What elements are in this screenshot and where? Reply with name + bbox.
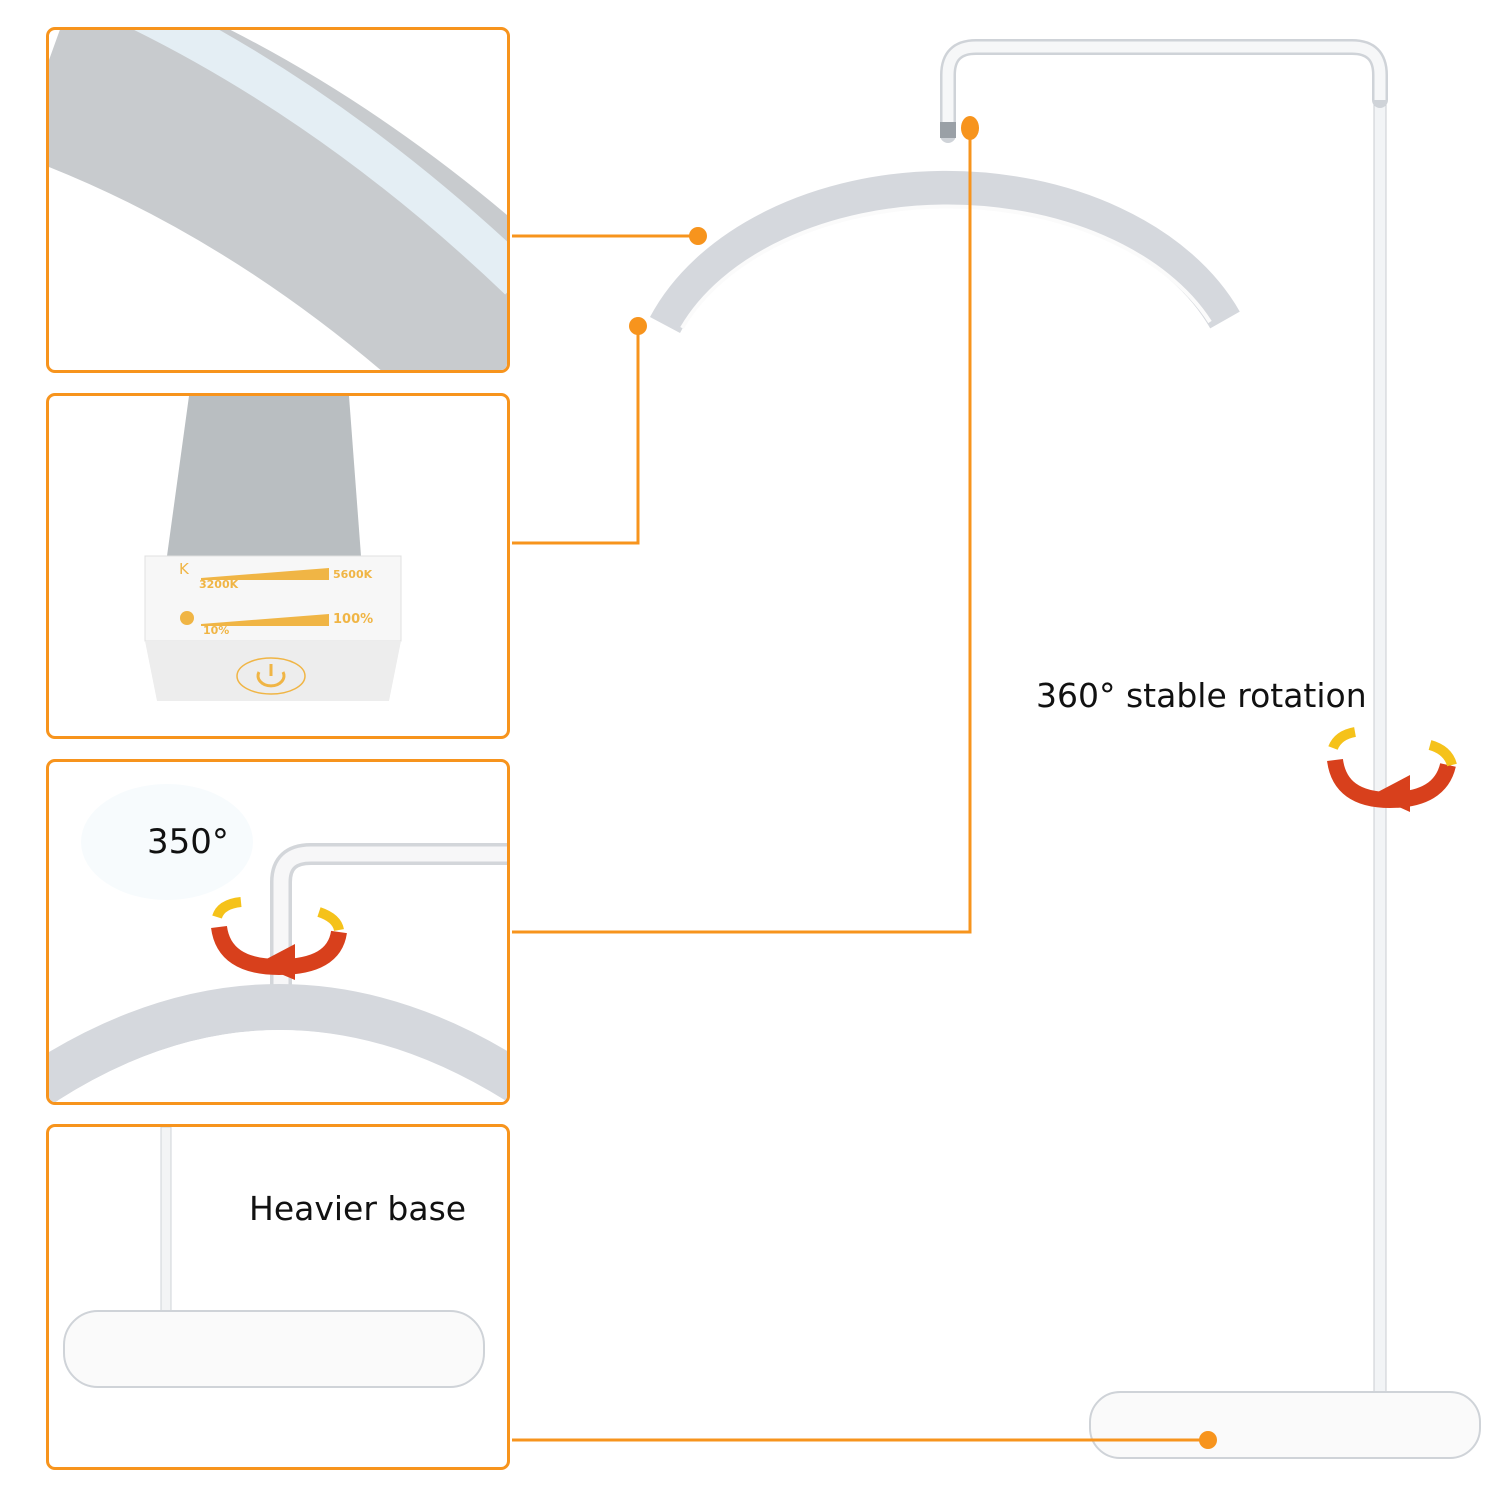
panel-led-closeup [46, 27, 510, 373]
connector-dot [629, 317, 647, 335]
panel-control: K 3200K 5600K 10% 100% [46, 393, 510, 739]
lamp-top-arm-highlight [942, 41, 1386, 135]
brightness-slider [201, 614, 329, 626]
lamp-top-arm [940, 39, 1388, 143]
base-drawing [63, 1127, 485, 1388]
rotation-caption: 360° stable rotation [1036, 676, 1367, 715]
sun-icon [180, 611, 194, 625]
brightness-max-label: 100% [333, 612, 374, 627]
panel-base: Heavier base [46, 1124, 510, 1470]
half-moon-light-edge [680, 204, 1212, 330]
head-rotation-label: 350° [147, 822, 229, 862]
lamp-base [1089, 1391, 1481, 1459]
panel-head-rotation: 350° [46, 759, 510, 1105]
temp-min-label: 3200K [199, 578, 239, 591]
lamp-pole [1373, 79, 1387, 1421]
connector-dot [961, 116, 979, 140]
temp-symbol: K [179, 560, 189, 578]
control-box-drawing [144, 396, 402, 701]
rotation-arrow-icon [1327, 727, 1457, 812]
rotation-arrow-icon [211, 897, 347, 980]
temp-slider [201, 568, 329, 580]
lamp-joint [940, 122, 956, 138]
head-rotation-drawing [49, 784, 507, 1102]
base-label: Heavier base [249, 1189, 467, 1228]
connector-dot [1199, 1431, 1217, 1449]
led-strip-closeup [49, 30, 507, 370]
temp-max-label: 5600K [333, 568, 373, 581]
connector-dot [689, 227, 707, 245]
half-moon-light [649, 170, 1240, 333]
connector-line-3 [512, 128, 972, 934]
power-icon [236, 657, 306, 695]
brightness-min-label: 10% [203, 624, 230, 637]
connector-line-2 [512, 326, 640, 545]
